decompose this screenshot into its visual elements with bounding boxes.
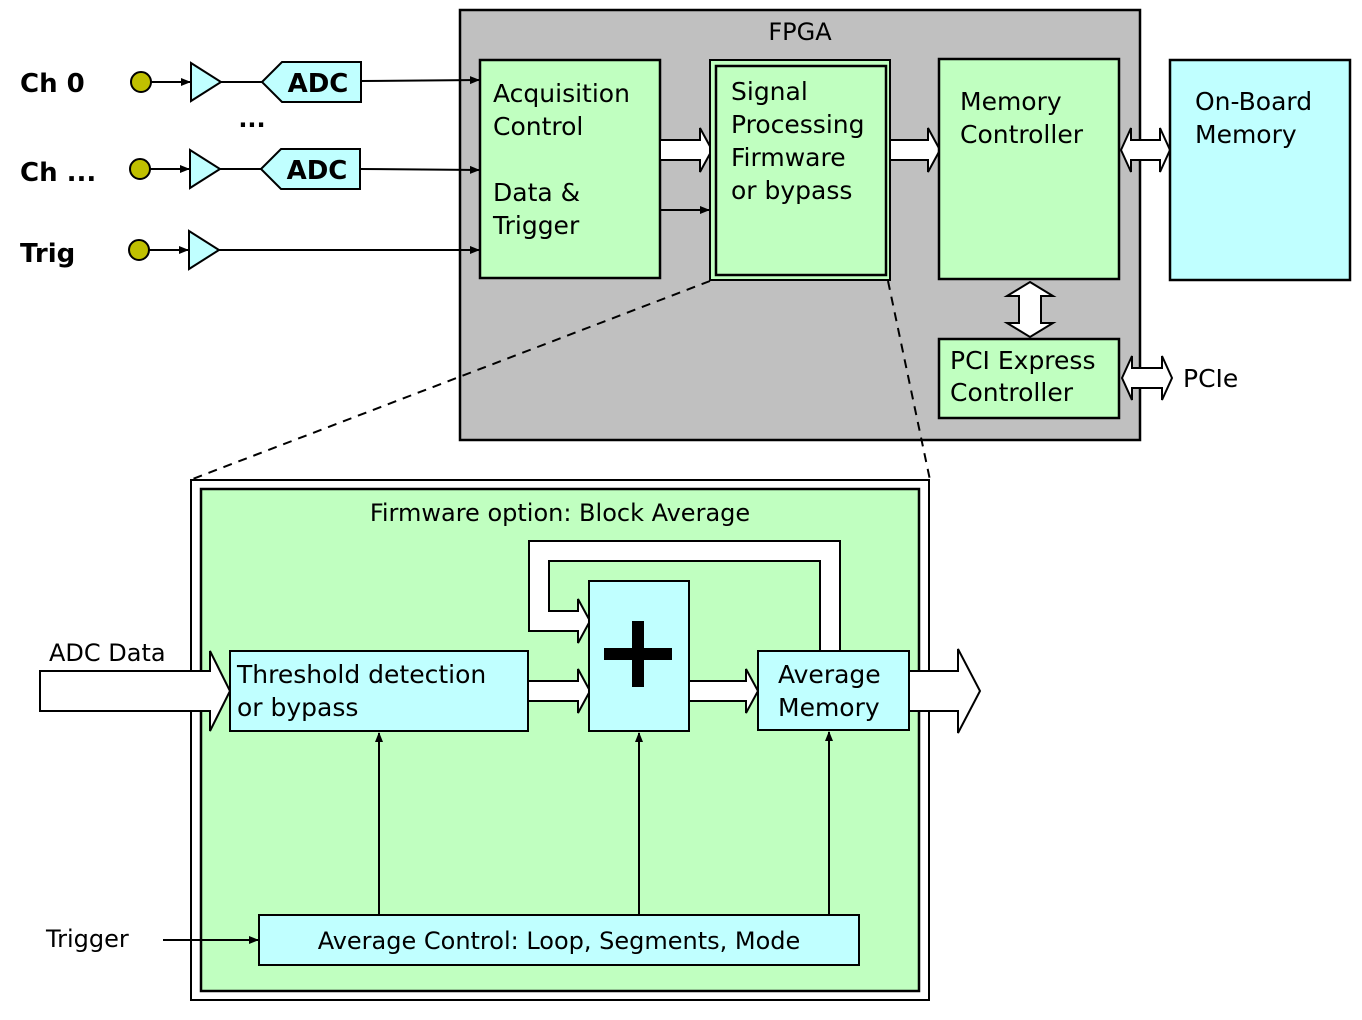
fpga-title: FPGA xyxy=(768,18,832,46)
adc-block xyxy=(260,61,362,103)
channel-label: Ch ... xyxy=(20,158,96,188)
input-channel-0: Ch 0 ADC xyxy=(20,61,480,103)
bidirectional-arrow xyxy=(1119,127,1172,173)
plus-icon-h xyxy=(604,648,672,660)
amplifier-icon xyxy=(190,61,223,103)
channel-ellipsis: ... xyxy=(238,105,265,133)
output-arrow xyxy=(908,648,982,734)
data-bus-arrow xyxy=(659,127,714,173)
pcie-controller-label: PCI Express Controller xyxy=(950,346,1103,407)
average-memory-label: Average Memory xyxy=(778,660,889,722)
data-flow-arrow xyxy=(688,668,760,714)
signal-processing-block[interactable] xyxy=(714,64,888,277)
input-channel-n: Ch ... ADC xyxy=(20,148,480,190)
connector-icon xyxy=(130,71,152,93)
acquisition-control-label: Acquisition Control xyxy=(493,79,638,141)
signal-line xyxy=(360,76,480,85)
adc-label: ADC xyxy=(288,69,349,99)
bidirectional-arrow xyxy=(1120,355,1174,401)
adc-data-arrow xyxy=(39,650,232,732)
zoom-indicator-line xyxy=(189,280,711,481)
acquisition-control-block xyxy=(478,58,662,280)
input-trigger: Trig xyxy=(20,229,480,271)
signal-line xyxy=(359,165,480,174)
adc-label: ADC xyxy=(287,156,348,186)
data-flow-arrow xyxy=(527,668,592,714)
data-trigger-label: Data & Trigger xyxy=(492,178,588,240)
channel-label: Trig xyxy=(20,239,75,269)
firmware-title: Firmware option: Block Average xyxy=(370,499,750,527)
connector-icon xyxy=(129,158,151,180)
adc-data-label: ADC Data xyxy=(49,639,166,667)
bidirectional-arrow xyxy=(1003,280,1057,339)
channel-label: Ch 0 xyxy=(20,69,85,99)
threshold-detection-block xyxy=(229,650,529,732)
average-control-label: Average Control: Loop, Segments, Mode xyxy=(318,927,801,955)
average-control-block xyxy=(258,914,860,966)
pcie-controller-block xyxy=(937,337,1121,420)
trigger-label: Trigger xyxy=(45,925,129,953)
pcie-label: PCIe xyxy=(1183,364,1238,393)
feedback-loop-arrow xyxy=(528,540,841,652)
amplifier-icon xyxy=(188,229,221,271)
memory-controller-label: Memory Controller xyxy=(960,87,1084,149)
amplifier-icon xyxy=(189,148,222,190)
memory-controller-block xyxy=(937,57,1121,281)
data-bus-arrow xyxy=(889,127,942,173)
threshold-detection-label: Threshold detection or bypass xyxy=(236,660,494,722)
onboard-memory-block xyxy=(1168,58,1352,282)
zoom-indicator-line xyxy=(887,280,931,481)
signal-processing-label: Signal Processing Firmware or bypass xyxy=(731,77,872,205)
connector-icon xyxy=(128,239,150,261)
average-memory-block xyxy=(757,650,910,731)
firmware-detail-panel xyxy=(199,487,921,993)
onboard-memory-label: On-Board Memory xyxy=(1195,87,1320,149)
